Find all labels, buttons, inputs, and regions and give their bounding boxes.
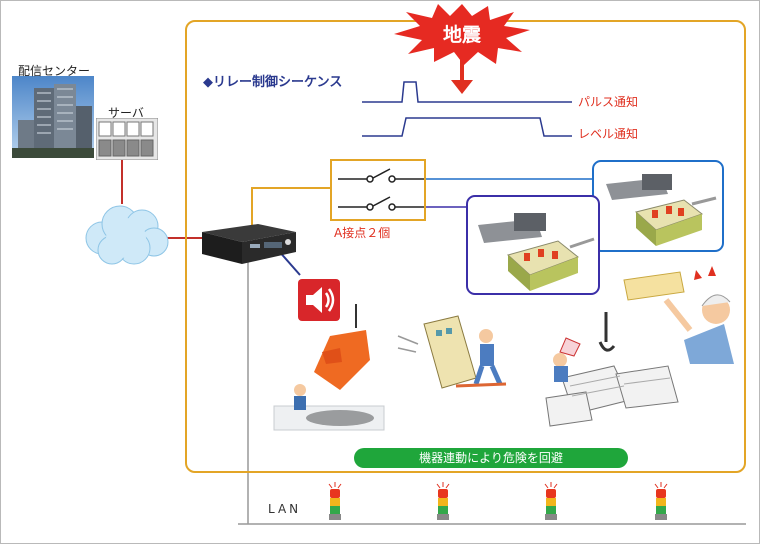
machine-panel-blue bbox=[592, 160, 724, 252]
level-notice-label: レベル通知 bbox=[578, 127, 639, 141]
speaker-icon bbox=[298, 279, 340, 321]
pulse-waveform bbox=[362, 81, 572, 103]
pulse-notice-label: パルス通知 bbox=[578, 95, 639, 109]
signal-tower-lamp-1 bbox=[328, 482, 342, 520]
hazard-cabinet-tipping-illustration bbox=[397, 315, 507, 389]
hazard-falling-load-illustration bbox=[273, 304, 385, 431]
contact-label: A接点２個 bbox=[334, 226, 391, 240]
data-center-label: 配信センター bbox=[18, 64, 91, 78]
level-waveform bbox=[362, 117, 572, 137]
signal-tower-lamp-2 bbox=[436, 482, 450, 520]
signal-tower-lamp-4 bbox=[654, 482, 668, 520]
sequence-title: ◆リレー制御シーケンス bbox=[203, 75, 343, 90]
signal-tower-lamp-3 bbox=[544, 482, 558, 520]
machine-panel-purple bbox=[466, 195, 600, 295]
hazard-avoidance-banner: 機器連動により危険を回避 bbox=[354, 448, 628, 468]
relay-contact-box bbox=[330, 159, 426, 221]
server-rack-icon bbox=[96, 118, 158, 160]
data-center-building-icon bbox=[12, 76, 94, 158]
server-label: サーバ bbox=[108, 106, 144, 120]
earthquake-burst-icon bbox=[394, 4, 530, 65]
receiver-device-icon bbox=[202, 224, 296, 264]
signal-waveforms bbox=[362, 81, 572, 137]
hazard-worker-looking-up-illustration bbox=[623, 266, 734, 364]
lan-label: LAN bbox=[268, 502, 302, 516]
hazard-collapsed-stacks-illustration bbox=[545, 312, 679, 427]
internet-cloud-icon bbox=[85, 205, 169, 265]
earthquake-label: 地震 bbox=[442, 24, 481, 46]
